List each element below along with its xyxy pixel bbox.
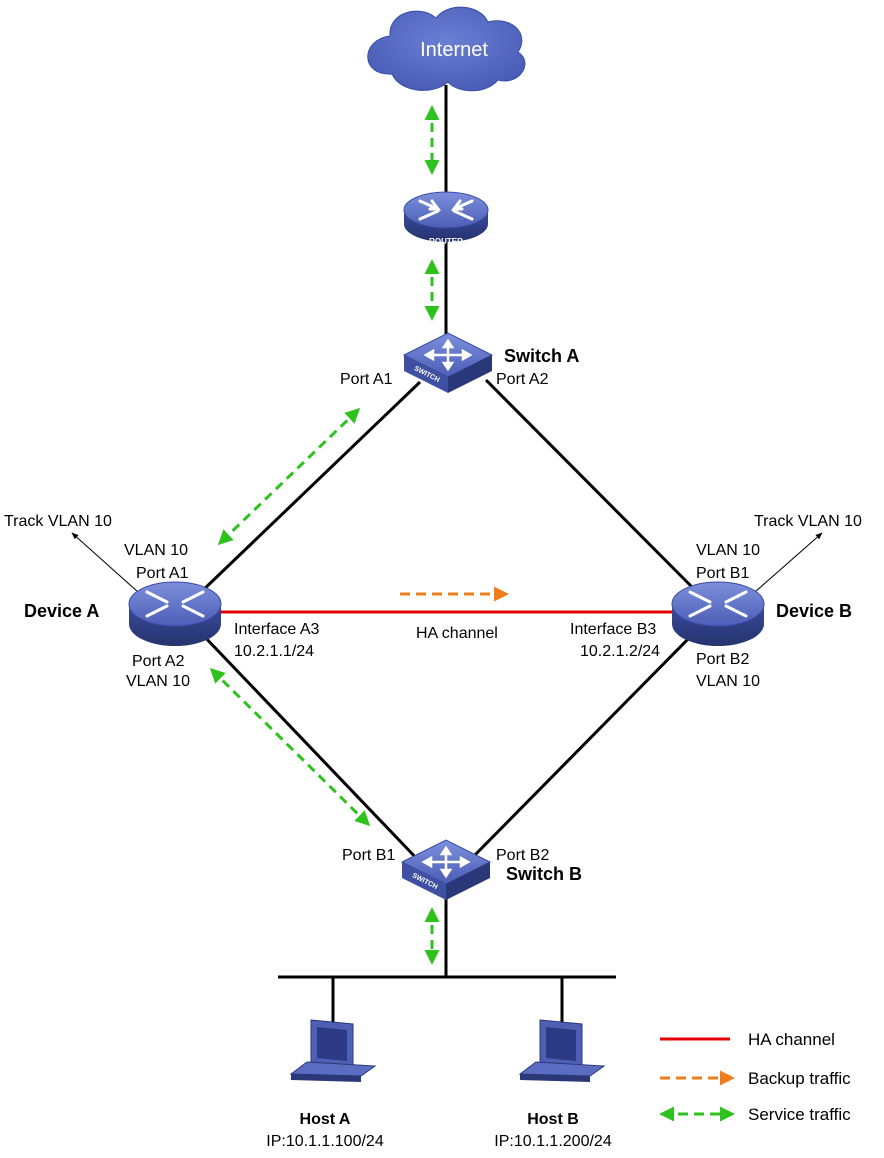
track-arrow-a bbox=[71, 532, 139, 593]
service-arrow-switch-a-device-a bbox=[217, 407, 361, 546]
device-b-ip: 10.2.1.2/24 bbox=[580, 643, 660, 660]
switch-a: SWITCH bbox=[402, 332, 494, 393]
switch-b-arrows-icon bbox=[421, 845, 471, 879]
link-switch-a-device-a bbox=[198, 380, 422, 595]
switch-a-port-right: Port A2 bbox=[496, 371, 549, 388]
host-b-ip: IP:10.1.1.200/24 bbox=[494, 1133, 612, 1150]
device-a-name: Device A bbox=[24, 601, 99, 621]
legend-ha-channel-label: HA channel bbox=[748, 1030, 835, 1049]
host-b-name: Host B bbox=[527, 1111, 579, 1128]
device-a-arrows-icon bbox=[145, 590, 205, 618]
router-caption: ROUTER bbox=[429, 237, 463, 246]
host-a-ip: IP:10.1.1.100/24 bbox=[266, 1133, 384, 1150]
device-b-bottom-port: Port B2 bbox=[696, 651, 749, 668]
switch-b-name: Switch B bbox=[506, 864, 582, 884]
device-b-track: Track VLAN 10 bbox=[754, 513, 862, 530]
device-a-top-vlan: VLAN 10 bbox=[124, 542, 188, 559]
ha-channel-label: HA channel bbox=[416, 625, 498, 642]
router: ROUTER bbox=[403, 191, 489, 246]
internet-label: Internet bbox=[420, 39, 488, 61]
device-b-top-vlan: VLAN 10 bbox=[696, 542, 760, 559]
switch-b: SWITCH bbox=[400, 839, 492, 900]
device-a bbox=[128, 581, 222, 646]
legend: HA channel Backup traffic Service traffi… bbox=[659, 1030, 851, 1124]
legend-service-traffic-label: Service traffic bbox=[748, 1105, 851, 1124]
device-a-interface: Interface A3 bbox=[234, 621, 319, 638]
link-switch-a-device-b bbox=[484, 378, 697, 592]
link-device-a-switch-b bbox=[198, 630, 422, 864]
device-a-ip: 10.2.1.1/24 bbox=[234, 643, 314, 660]
device-b bbox=[671, 581, 765, 646]
router-arrows-icon bbox=[418, 199, 474, 221]
service-arrow-device-a-switch-b bbox=[209, 667, 371, 827]
host-b-computer-icon bbox=[518, 1019, 606, 1082]
device-b-interface: Interface B3 bbox=[570, 621, 656, 638]
device-a-top-port: Port A1 bbox=[136, 565, 189, 582]
switch-a-name: Switch A bbox=[504, 346, 579, 366]
device-a-bottom-vlan: VLAN 10 bbox=[126, 673, 190, 690]
host-a-computer-icon bbox=[289, 1019, 377, 1082]
switch-a-port-left: Port A1 bbox=[340, 371, 393, 388]
legend-backup-traffic-label: Backup traffic bbox=[748, 1069, 851, 1088]
switch-b-port-left: Port B1 bbox=[342, 847, 395, 864]
internet-cloud: Internet bbox=[367, 6, 526, 92]
device-b-top-port: Port B1 bbox=[696, 565, 749, 582]
device-b-arrows-icon bbox=[688, 590, 748, 618]
device-b-bottom-vlan: VLAN 10 bbox=[696, 673, 760, 690]
device-a-track: Track VLAN 10 bbox=[4, 513, 112, 530]
host-a-name: Host A bbox=[300, 1111, 351, 1128]
track-arrow-b bbox=[754, 532, 823, 593]
device-a-bottom-port: Port A2 bbox=[132, 653, 185, 670]
link-device-b-switch-b bbox=[466, 630, 697, 864]
device-b-name: Device B bbox=[776, 601, 852, 621]
service-traffic-arrows bbox=[209, 105, 440, 965]
switch-a-arrows-icon bbox=[423, 338, 473, 372]
switch-b-port-right: Port B2 bbox=[496, 847, 549, 864]
